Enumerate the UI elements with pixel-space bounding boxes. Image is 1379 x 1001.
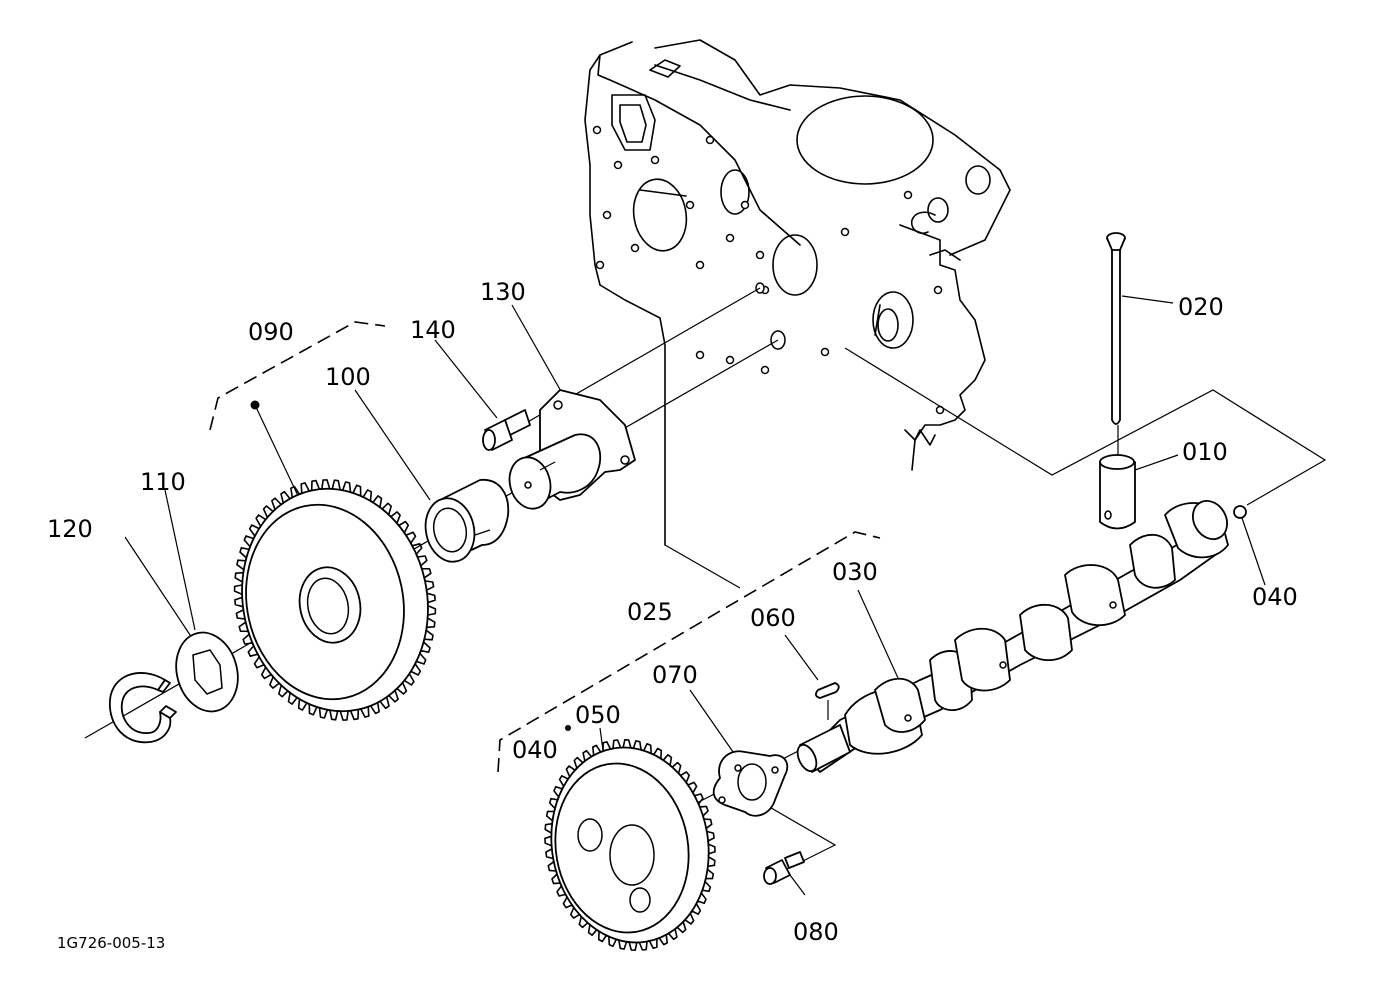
label-040-left: 040 bbox=[512, 736, 558, 764]
push-rod-020 bbox=[1106, 232, 1126, 425]
key-060 bbox=[815, 682, 840, 699]
tappet-010 bbox=[1099, 454, 1136, 530]
thrust-plate-070 bbox=[712, 750, 789, 817]
bolt-080 bbox=[763, 851, 805, 885]
snap-ring-120 bbox=[109, 672, 177, 744]
bushing-100 bbox=[424, 479, 510, 563]
block-bolt-holes bbox=[592, 125, 945, 415]
camshaft-030 bbox=[796, 500, 1229, 773]
part-labels: 010 020 025 030 040 040 050 060 070 080 … bbox=[47, 278, 1298, 952]
label-020: 020 bbox=[1178, 293, 1224, 321]
label-025: 025 bbox=[627, 598, 673, 626]
engine-block bbox=[584, 39, 1011, 546]
bullet-040 bbox=[565, 725, 571, 731]
idler-shaft-130 bbox=[508, 389, 636, 510]
cam-gear-050 bbox=[544, 739, 716, 951]
label-050: 050 bbox=[575, 701, 621, 729]
assembly-brackets bbox=[209, 321, 881, 773]
gear-tooth-profile bbox=[233, 479, 437, 721]
bolt-140 bbox=[482, 409, 531, 451]
label-030: 030 bbox=[832, 558, 878, 586]
label-040-right: 040 bbox=[1252, 583, 1298, 611]
label-100: 100 bbox=[325, 363, 371, 391]
label-060: 060 bbox=[750, 604, 796, 632]
label-080: 080 bbox=[793, 918, 839, 946]
bullet-090 bbox=[250, 400, 260, 410]
label-010: 010 bbox=[1182, 438, 1228, 466]
label-140: 140 bbox=[410, 316, 456, 344]
label-070: 070 bbox=[652, 661, 698, 689]
gear-090-teeth bbox=[233, 479, 437, 721]
steel-ball-040 bbox=[1233, 505, 1247, 519]
gear-tooth-profile bbox=[544, 739, 716, 951]
label-090: 090 bbox=[248, 318, 294, 346]
label-120: 120 bbox=[47, 515, 93, 543]
drawing-code: 1G726-005-13 bbox=[57, 934, 165, 952]
idler-gear-090 bbox=[233, 479, 437, 721]
gear-050-teeth bbox=[544, 739, 716, 951]
label-130: 130 bbox=[480, 278, 526, 306]
washer-110 bbox=[175, 631, 239, 713]
label-110: 110 bbox=[140, 468, 186, 496]
